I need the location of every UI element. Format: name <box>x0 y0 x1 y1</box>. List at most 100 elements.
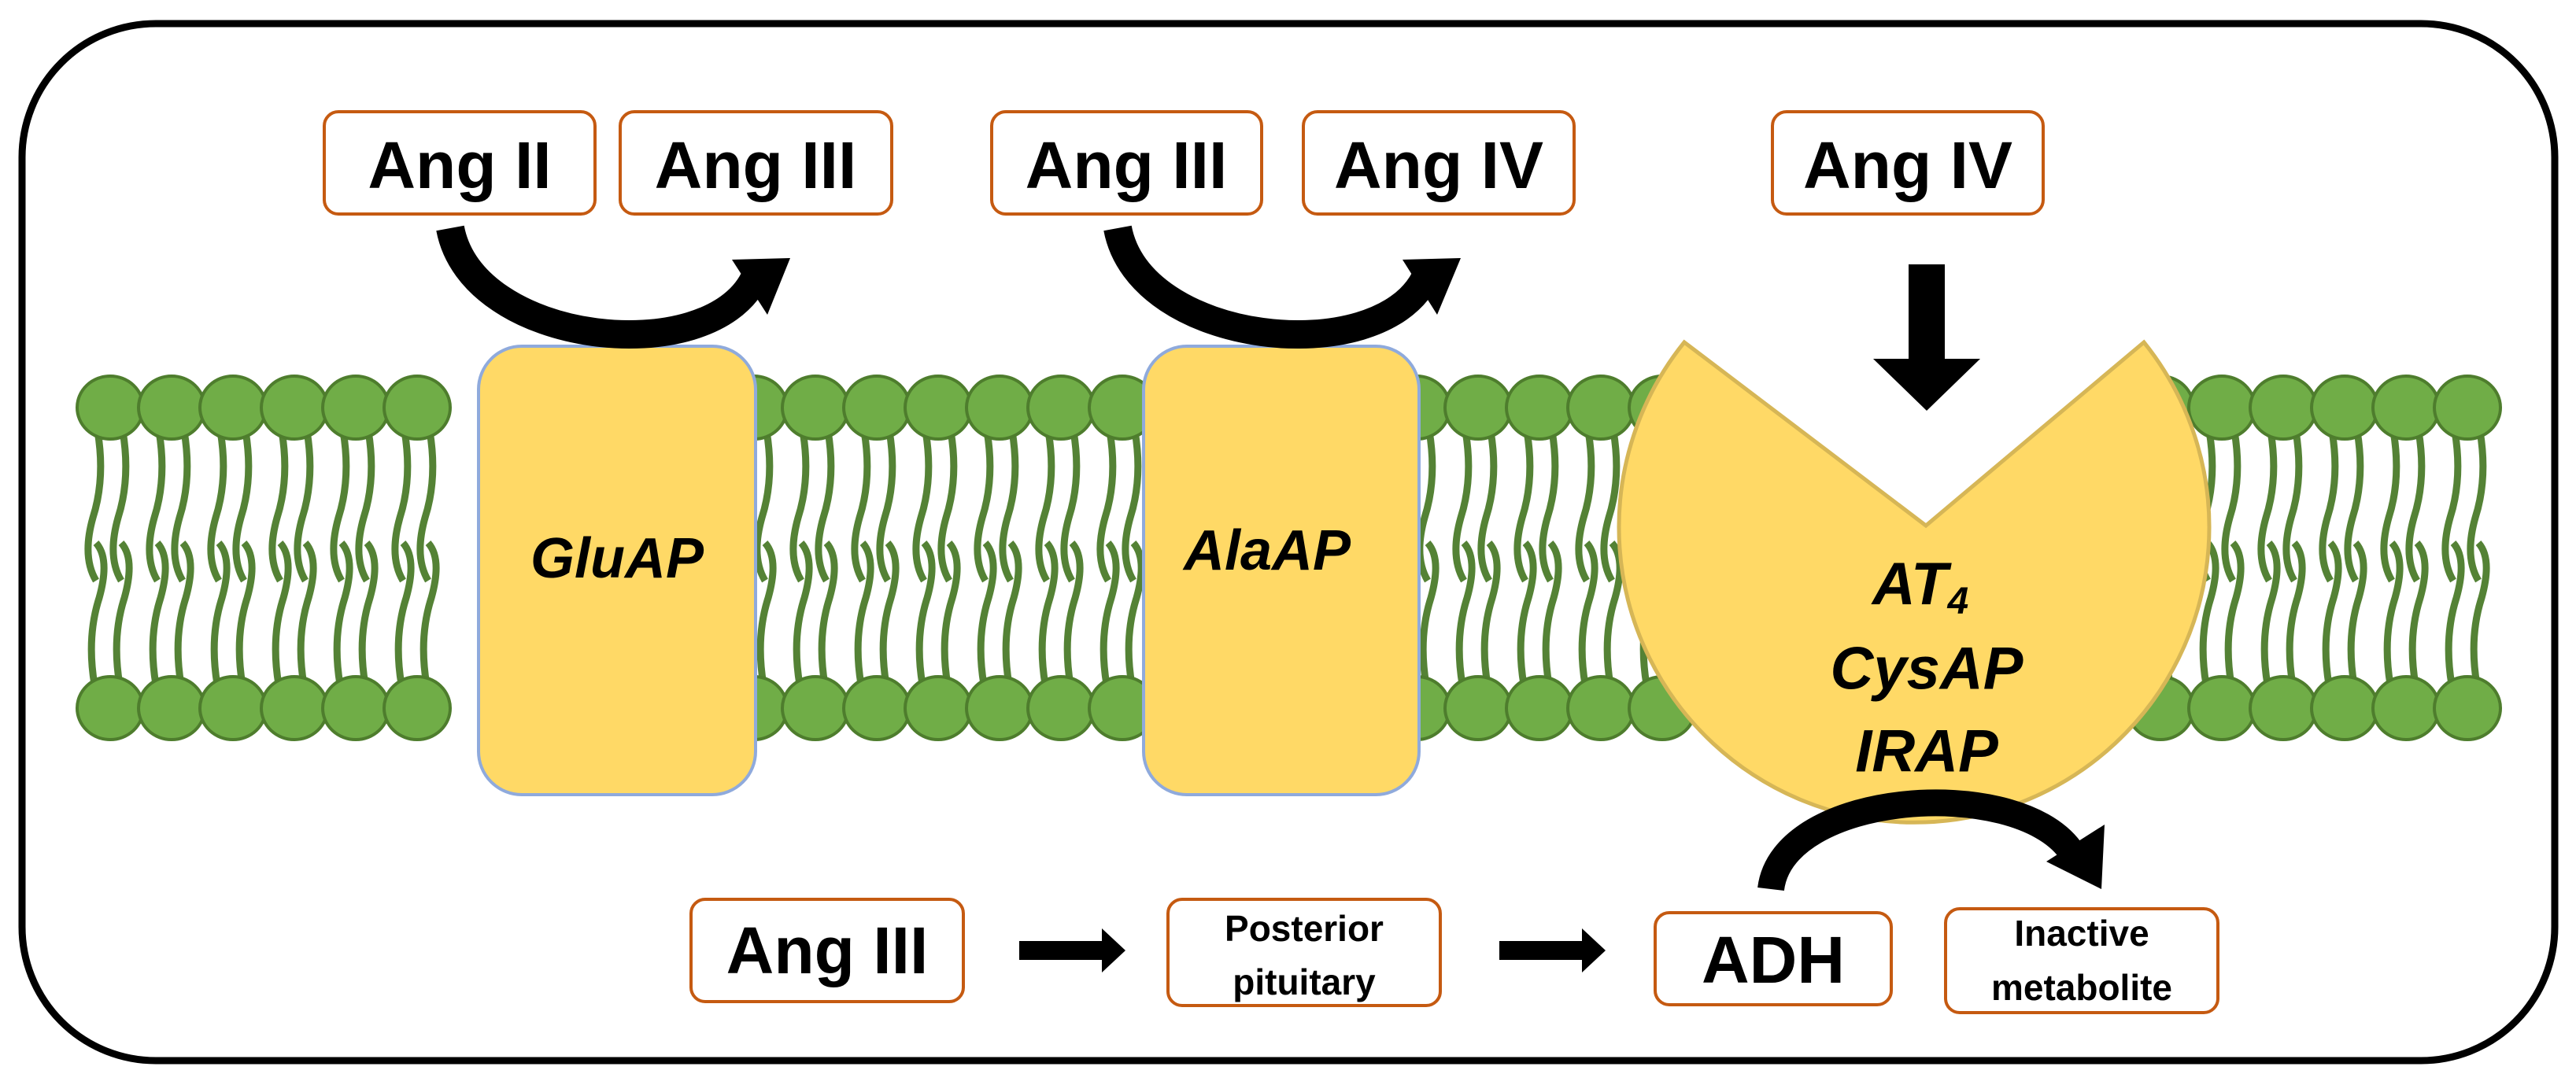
right-arrow-2-head <box>1582 928 1606 972</box>
lipid-tail <box>756 540 777 685</box>
lipid-tail <box>355 430 375 583</box>
lipid-tail <box>2467 430 2487 583</box>
lipid-tail <box>854 540 874 685</box>
cysap-label: CysAP <box>1831 636 2023 703</box>
lipid-tail <box>1125 540 1145 685</box>
lipid-tail <box>146 430 166 583</box>
lipid-head <box>1505 375 1574 441</box>
lipid-head <box>2187 375 2256 441</box>
lipid-head <box>383 375 452 441</box>
down-arrow-shaft <box>1909 264 1945 359</box>
lipid-tail <box>2322 540 2342 685</box>
right-arrow-icon <box>1019 928 1125 972</box>
lipid-head <box>198 375 268 441</box>
box-bottom-ang-iii-label: Ang III <box>726 913 929 987</box>
box-ang-iv-b: Ang IV <box>1771 110 2045 216</box>
lipid-head <box>781 375 850 441</box>
lipid-head <box>76 375 145 441</box>
lipid-tail <box>171 430 191 583</box>
adh-curved-arrow-icon <box>1757 789 2081 892</box>
lipid-tail <box>937 430 958 583</box>
metabolite-label: metabolite <box>1991 967 2172 1008</box>
down-arrow-head <box>1873 359 1980 411</box>
lipid-head <box>1443 675 1513 741</box>
lipid-tail <box>1096 430 1117 583</box>
lipid-head <box>383 675 452 741</box>
alaap-curved-arrow-icon <box>1103 224 1437 349</box>
lipid-head <box>904 675 973 741</box>
lipid-tail <box>789 430 810 583</box>
lipid-tail <box>2445 540 2465 685</box>
lipid-tail <box>1035 430 1055 583</box>
gluap-curved-arrow-icon <box>436 224 767 349</box>
lipid-tail <box>1517 540 1537 685</box>
box-inactive-metabolite: Inactive metabolite <box>1944 907 2219 1014</box>
adh-label: ADH <box>1702 923 1845 997</box>
lipid-tail <box>1100 540 1120 685</box>
lipid-tail <box>268 430 289 583</box>
lipid-tail <box>1575 430 1595 583</box>
lipid-head <box>2371 675 2441 741</box>
lipid-tail <box>109 430 130 583</box>
lipid-tail <box>235 540 256 685</box>
alaap-label: AlaAP <box>1182 519 1351 582</box>
box-adh-border <box>1654 911 1893 1006</box>
gluap-arrowhead-icon <box>732 258 790 315</box>
lipid-head <box>1443 375 1513 441</box>
lipid-tail <box>1480 540 1501 685</box>
lipid-tail <box>2347 540 2367 685</box>
lipid-tail <box>876 430 896 583</box>
lipid-tail <box>358 540 379 685</box>
adh-arrowhead-icon <box>2046 825 2105 889</box>
lipid-head <box>781 675 850 741</box>
lipid-tail <box>113 540 133 685</box>
lipid-tail <box>2221 430 2242 583</box>
lipid-tail <box>210 540 231 685</box>
lipid-tail <box>2344 430 2364 583</box>
lipid-tail <box>207 430 227 583</box>
lipid-tail <box>1060 430 1081 583</box>
lipid-head <box>2433 675 2502 741</box>
lipid-tail <box>1452 430 1473 583</box>
lipid-tail <box>2257 430 2278 583</box>
lipid-tail <box>1455 540 1476 685</box>
lipid-tail <box>1578 540 1598 685</box>
lipid-head <box>76 675 145 741</box>
box-adh: ADH <box>1654 911 1893 1006</box>
alaap-arrowhead-icon <box>1403 258 1461 315</box>
box-ang-iii-a-border <box>619 110 893 216</box>
lipid-tail <box>1122 430 1142 583</box>
lipid-head <box>2249 375 2318 441</box>
lipid-tail <box>1600 430 1621 583</box>
lipid-head <box>2249 675 2318 741</box>
lipid-tail <box>941 540 961 685</box>
box-ang-ii-border <box>323 110 597 216</box>
box-ang-iv-a: Ang IV <box>1302 110 1576 216</box>
lipid-tail <box>2383 540 2404 685</box>
box-bottom-ang-iii: Ang III <box>689 898 965 1003</box>
lipid-head <box>904 375 973 441</box>
at4-enzyme: AT4 CysAP IRAP <box>1617 339 2212 825</box>
box-inactive-metabolite-border <box>1944 907 2219 1014</box>
lipid-tail <box>1539 430 1559 583</box>
lipid-tail <box>394 540 415 685</box>
lipid-tail <box>87 540 108 685</box>
lipid-tail <box>84 430 105 583</box>
box-bottom-ang-iii-border <box>689 898 965 1003</box>
lipid-tail <box>974 430 994 583</box>
lipid-tail <box>1038 540 1059 685</box>
lipid-head <box>842 375 911 441</box>
at4-body <box>1617 339 2212 825</box>
lipid-tail <box>1063 540 1084 685</box>
gluap-enzyme: GluAP <box>477 345 757 796</box>
lipid-tail <box>2319 430 2339 583</box>
lipid-tail <box>1477 430 1498 583</box>
lipid-tail <box>272 540 292 685</box>
at4-label: AT4 <box>1871 551 1968 622</box>
lipid-tail <box>793 540 813 685</box>
lipid-tail <box>330 430 350 583</box>
right-arrow-1-shaft <box>1019 941 1106 960</box>
lipid-head <box>260 375 329 441</box>
gluap-label: GluAP <box>530 527 704 590</box>
